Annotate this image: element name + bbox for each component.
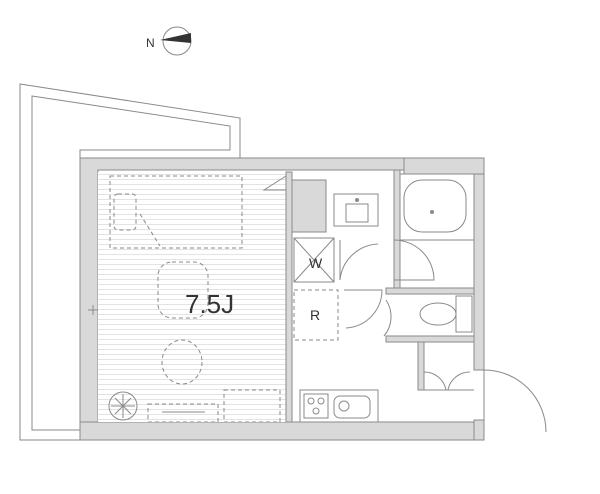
faucet-icon <box>355 198 359 202</box>
low-cabinet <box>223 389 281 423</box>
toilet-bowl <box>419 302 457 326</box>
bed-cover-fold <box>139 213 161 247</box>
sink-drain-icon <box>338 400 350 412</box>
burner-icon <box>317 397 325 405</box>
bed <box>109 175 243 249</box>
washroom-door-swing <box>339 240 379 281</box>
north-compass: N <box>146 26 192 56</box>
exterior-walls <box>79 157 485 441</box>
compass-north-label: N <box>146 36 155 50</box>
pillow <box>113 193 137 231</box>
entry-door-swing <box>344 289 383 329</box>
balcony-inner-rail <box>31 95 231 431</box>
shoe-box-wall <box>417 341 425 391</box>
toilet-wall-bottom <box>385 335 475 343</box>
main-room-floor <box>98 172 286 422</box>
washbasin <box>333 193 379 227</box>
toilet-room <box>383 287 475 343</box>
round-table <box>161 339 203 385</box>
washer-cross <box>293 237 335 283</box>
kitchen <box>299 389 379 423</box>
burner-icon <box>312 407 320 415</box>
fridge-space <box>293 289 339 341</box>
wall-east-upper <box>473 169 485 371</box>
wall-east-lower <box>473 419 485 441</box>
closet-w-label: W <box>309 255 323 271</box>
toilet-door-swing <box>383 299 392 337</box>
front-door-swing <box>483 369 547 440</box>
shoe-cabinet-doors <box>423 371 471 391</box>
wall-bath-top <box>403 157 485 175</box>
bathroom-door-swing <box>393 239 435 281</box>
curtain-corner <box>262 175 287 191</box>
armchair <box>157 261 209 319</box>
entrance <box>417 341 547 440</box>
burner-icon <box>307 397 315 405</box>
tv-board <box>147 403 219 423</box>
bath-wall <box>393 169 401 289</box>
washer-space: W <box>293 237 335 283</box>
bathtub-inner <box>403 179 467 233</box>
bed-frame <box>109 175 243 249</box>
wall-south <box>79 421 485 441</box>
north-arrow-icon <box>160 33 191 43</box>
closet-r-label: R <box>310 307 320 323</box>
bathroom <box>393 169 475 289</box>
main-room-label: 7.5J <box>185 289 234 319</box>
drain-icon <box>430 210 434 214</box>
partition-wall <box>285 171 293 423</box>
kitchen-pillar <box>291 179 327 233</box>
toilet-wall-top <box>385 287 475 295</box>
toilet-tank <box>455 295 473 333</box>
washbasin-bowl <box>345 203 369 223</box>
plant-icon <box>108 391 138 421</box>
